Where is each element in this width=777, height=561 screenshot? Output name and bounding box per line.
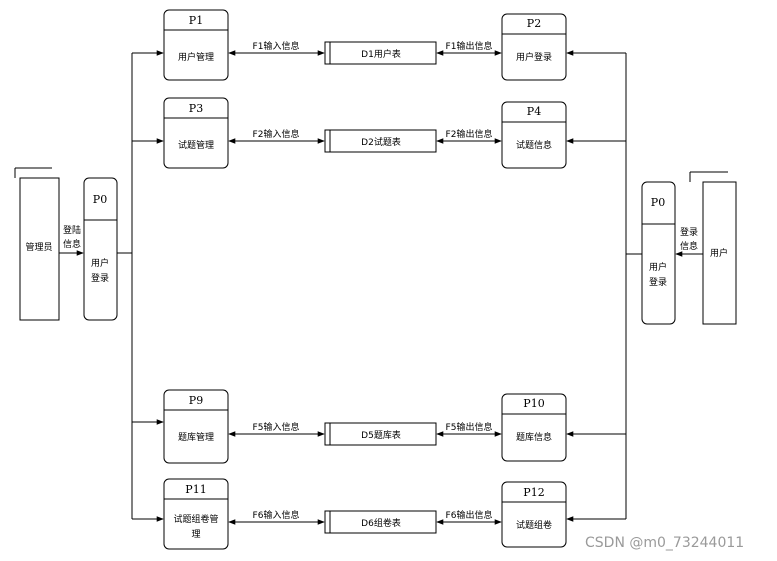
process-p9-id: P9 xyxy=(189,394,203,407)
entity-admin: 管理员 xyxy=(14,167,60,321)
process-p0-right-label: 登录 xyxy=(649,277,667,288)
flow-f1-in-label: F1输入信息 xyxy=(253,40,300,52)
process-p4-id: P4 xyxy=(527,105,541,118)
process-p11-label: 试题组卷管 xyxy=(173,513,218,525)
process-p1: P1 用户管理 xyxy=(163,9,229,81)
left-bus xyxy=(117,50,164,522)
process-p9: P9 题库管理 xyxy=(163,389,229,464)
datastore-d5: D5题库表 xyxy=(324,422,437,446)
right-bus xyxy=(566,50,642,522)
datastore-d2-label: D2试题表 xyxy=(361,136,401,148)
datastore-d2: D2试题表 xyxy=(324,129,437,153)
process-p10: P10 题库信息 xyxy=(501,393,567,462)
process-p0-left: P0 用户 登录 xyxy=(83,177,118,321)
entity-user: 用户 xyxy=(689,171,737,325)
process-p10-label: 题库信息 xyxy=(516,431,552,443)
process-p12: P12 试题组卷 xyxy=(501,481,567,548)
process-p0-right-id: P0 xyxy=(651,196,665,209)
flow-f6-out-label: F6输出信息 xyxy=(446,509,493,521)
flow-login-left-label: 登陆 xyxy=(63,224,81,236)
flow-login-right-label: 登录 xyxy=(680,227,698,238)
process-p11: P11 试题组卷管 理 xyxy=(163,478,229,550)
process-p4-label: 试题信息 xyxy=(516,139,552,151)
process-p3-label: 试题管理 xyxy=(178,139,214,151)
process-p0-right: P0 用户 登录 xyxy=(641,181,676,325)
flow-f5-out-label: F5输出信息 xyxy=(446,421,493,433)
process-p1-id: P1 xyxy=(189,14,203,27)
flow-login-left-label: 信息 xyxy=(63,238,81,250)
entity-user-label: 用户 xyxy=(710,247,728,259)
datastore-d5-label: D5题库表 xyxy=(361,429,401,441)
process-p11-id: P11 xyxy=(185,483,206,496)
process-p1-label: 用户管理 xyxy=(178,51,214,63)
process-p3: P3 试题管理 xyxy=(163,97,229,169)
watermark-text: CSDN @m0_73244011 xyxy=(585,535,745,551)
process-p4: P4 试题信息 xyxy=(501,101,567,169)
process-p11-label: 理 xyxy=(191,529,200,540)
process-p9-label: 题库管理 xyxy=(178,431,214,443)
datastore-d6: D6组卷表 xyxy=(324,510,437,534)
process-p12-label: 试题组卷 xyxy=(516,519,552,531)
flow-f2-in-label: F2输入信息 xyxy=(253,128,300,140)
flow-f2-out-label: F2输出信息 xyxy=(446,128,493,140)
process-p12-id: P12 xyxy=(523,486,544,499)
process-p0-left-label: 登录 xyxy=(91,273,109,284)
flow-f6-in-label: F6输入信息 xyxy=(253,509,300,521)
process-p2-id: P2 xyxy=(527,17,541,30)
flow-f5-in-label: F5输入信息 xyxy=(253,421,300,433)
process-p10-id: P10 xyxy=(523,397,544,410)
flow-login-right-label: 信息 xyxy=(680,240,698,252)
entity-admin-label: 管理员 xyxy=(25,241,52,253)
process-p2: P2 用户登录 xyxy=(501,13,567,81)
datastore-d1: D1用户表 xyxy=(324,41,437,65)
process-p2-label: 用户登录 xyxy=(516,51,552,63)
process-p3-id: P3 xyxy=(189,102,203,115)
process-p0-left-label: 用户 xyxy=(91,257,109,269)
process-p0-left-id: P0 xyxy=(93,193,107,206)
datastore-d6-label: D6组卷表 xyxy=(361,517,401,529)
flow-f1-out-label: F1输出信息 xyxy=(446,40,493,52)
datastore-d1-label: D1用户表 xyxy=(361,48,401,60)
process-p0-right-label: 用户 xyxy=(649,261,667,273)
